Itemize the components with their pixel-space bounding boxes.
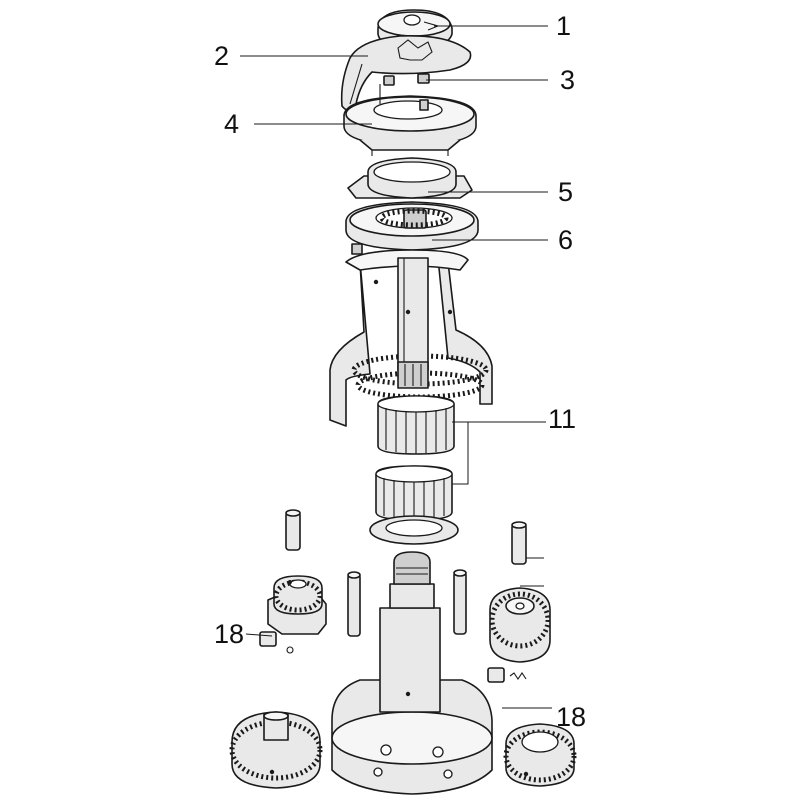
part-pawls xyxy=(259,631,527,683)
callout-1: 1 xyxy=(556,11,571,41)
part-pins xyxy=(285,509,527,637)
callout-11: 11 xyxy=(548,404,576,434)
leader-lines xyxy=(240,25,552,709)
part-bearings xyxy=(369,395,459,545)
part-gear-bottom-right xyxy=(503,723,577,787)
callout-5: 5 xyxy=(558,177,573,207)
callouts: 1 2 3 4 5 6 11 18 18 xyxy=(214,11,586,732)
part-center-base xyxy=(331,551,493,795)
callout-18-left: 18 xyxy=(214,619,244,649)
part-keys xyxy=(383,73,430,86)
part-base-plate xyxy=(345,201,479,251)
part-housing xyxy=(329,243,493,427)
callout-2: 2 xyxy=(214,41,229,71)
part-gear-right xyxy=(489,587,551,663)
callout-3: 3 xyxy=(560,65,575,95)
callout-4: 4 xyxy=(224,109,239,139)
callout-6: 6 xyxy=(558,225,573,255)
part-gear-left xyxy=(267,575,327,635)
part-gear-bottom-left xyxy=(229,711,323,789)
part-drum-flange xyxy=(343,84,477,156)
callout-18-right: 18 xyxy=(556,702,586,732)
part-stripper-arm xyxy=(340,35,472,112)
